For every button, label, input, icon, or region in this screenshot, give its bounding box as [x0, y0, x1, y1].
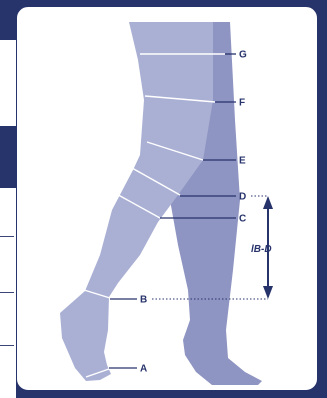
label-b: B: [140, 295, 147, 306]
label-length-b-d: lB-D: [251, 244, 272, 255]
length-arrow-head-bottom: [263, 286, 273, 299]
label-g: G: [239, 50, 247, 61]
label-e: E: [239, 156, 246, 167]
label-f: F: [239, 98, 245, 109]
label-a: A: [140, 364, 147, 375]
length-arrow-head-top: [263, 196, 273, 209]
label-d: D: [239, 192, 246, 203]
label-c: C: [239, 214, 246, 225]
